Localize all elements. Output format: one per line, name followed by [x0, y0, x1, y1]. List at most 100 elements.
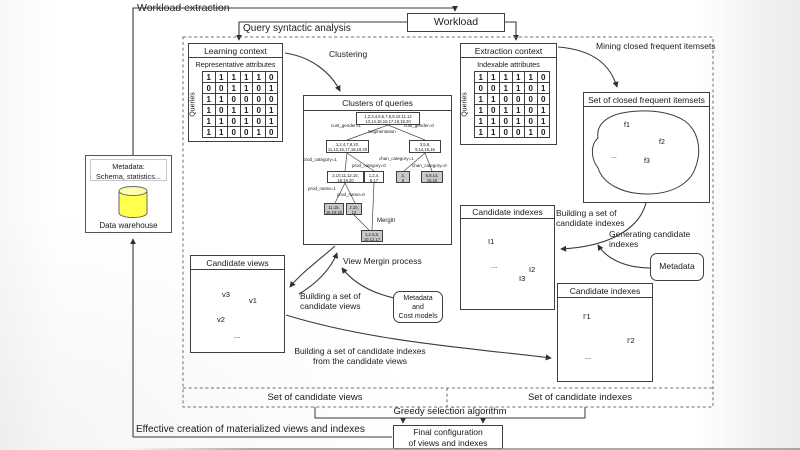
matrix-cell: 1	[265, 105, 278, 116]
matrix-cell: 1	[487, 127, 500, 138]
tree-node-l3c: 3,6	[396, 171, 410, 183]
workload-box: Workload	[407, 13, 505, 32]
edge-label-cust-gender-1: cust_gender=1	[331, 123, 361, 128]
edge-label-prod-name-0: prod_name=0	[337, 192, 365, 197]
closed-itemsets-box: Set of closed frequent itemsets	[583, 92, 710, 203]
matrix-cell: 0	[512, 127, 525, 138]
tree-node-l4b: 2,10,12	[346, 203, 362, 215]
matrix-cell: 1	[537, 83, 550, 94]
learning-context-title: Learning context	[189, 44, 282, 58]
matrix-cell: 0	[240, 127, 253, 138]
matrix-cell: 0	[500, 127, 513, 138]
matrix-cell: 0	[475, 83, 488, 94]
building-views-arrow	[289, 245, 336, 288]
itemset-f1: f1	[624, 122, 630, 129]
merge-label: Mergin	[377, 218, 396, 224]
set-of-candidate-views-label: Set of candidate views	[267, 392, 363, 403]
indexable-attributes-title: Indexable attributes	[477, 60, 540, 69]
edge-label-cust-gender-0: cust_gender=0	[404, 123, 434, 128]
matrix-cell: 1	[512, 116, 525, 127]
matrix-cell: 1	[500, 83, 513, 94]
matrix-cell: 1	[215, 127, 228, 138]
mining-label: Mining closed frequent itemsets	[596, 41, 716, 51]
clustering-label: Clustering	[329, 49, 368, 59]
matrix-cell: 1	[240, 105, 253, 116]
itemset-f3: f3	[644, 158, 650, 165]
metadata-box: Metadata	[650, 253, 704, 281]
tree-node-l3b: 1,2,4,8,17	[364, 171, 384, 183]
matrix-cell: 1	[512, 105, 525, 116]
matrix-cell: 0	[265, 72, 278, 83]
tree-node-l2-left: 1,2,4,7,8,10,11,12,15,17,18,19,20	[326, 140, 369, 153]
final-config-line1: Final configuration	[413, 427, 483, 437]
matrix-cell: 1	[525, 127, 538, 138]
candidate-views-title: Candidate views	[191, 256, 284, 270]
metadata-cost-models-box: Metadata and Cost models	[393, 291, 443, 323]
matrix-cell: 1	[203, 94, 216, 105]
tree-node-l2-right: 3,5,6,9,14,15,16	[409, 140, 441, 153]
edge-label-chan-category-1: chan_category=1	[379, 156, 414, 161]
final-config-line2: of views and indexes	[408, 437, 488, 448]
matrix-cell: 0	[203, 83, 216, 94]
matrix-cell: 0	[240, 94, 253, 105]
matrix-cell: 0	[253, 105, 266, 116]
matrix-cell: 0	[525, 94, 538, 105]
matrix-cell: 0	[487, 105, 500, 116]
warehouse-metadata-line2: Schema, statistics...	[96, 171, 161, 181]
matrix-cell: 0	[537, 127, 550, 138]
matrix-cell: 0	[215, 105, 228, 116]
extraction-context-title: Extraction context	[461, 44, 556, 58]
edge-label-chan-category-0: chan_category=0	[412, 163, 447, 168]
matrix-cell: 0	[537, 94, 550, 105]
matrix-cell: 1	[475, 94, 488, 105]
effective-creation-label: Effective creation of materialized views…	[136, 424, 365, 435]
matrix-cell: 1	[500, 105, 513, 116]
data-warehouse-label: Data warehouse	[99, 221, 158, 230]
segmentation-label: Segmentation	[368, 129, 396, 134]
matrix-cell: 1	[265, 116, 278, 127]
candidate-indexes-box-b: Candidate indexes	[557, 283, 653, 382]
matrix-cell: 0	[525, 105, 538, 116]
greedy-selection-label: Greedy selection algorithm	[393, 406, 507, 417]
matrix-cell: 0	[265, 94, 278, 105]
matrix-cell: 0	[228, 127, 241, 138]
matrix-cell: 1	[537, 105, 550, 116]
matrix-cell: 0	[228, 116, 241, 127]
matrix-cell: 1	[203, 72, 216, 83]
matrix-cell: 0	[215, 83, 228, 94]
matrix-cell: 1	[203, 127, 216, 138]
matrix-cell: 0	[253, 83, 266, 94]
workload-label: Workload	[433, 16, 479, 28]
final-configuration-box: Final configuration of views and indexes	[393, 425, 503, 449]
matrix-cell: 1	[475, 72, 488, 83]
index-i3: I3	[519, 274, 526, 283]
matrix-cell: 1	[475, 127, 488, 138]
metadata-label: Metadata	[659, 261, 695, 271]
workload-to-extraction-arrow	[505, 21, 519, 41]
workload-extraction-label: Workload extraction	[137, 2, 230, 14]
edge-label-prod-category-1: prod_category=1	[303, 157, 337, 162]
matrix-cell: 1	[228, 72, 241, 83]
matrix-cell: 1	[215, 94, 228, 105]
matrix-cell: 1	[253, 72, 266, 83]
clusters-title: Clusters of queries	[304, 96, 451, 111]
matrix-cell: 0	[500, 94, 513, 105]
matrix-cell: 1	[487, 116, 500, 127]
metadata-cost-line2: and	[412, 304, 424, 311]
matrix-cell: 0	[525, 116, 538, 127]
index-i1: I1	[488, 237, 495, 246]
query-syntactic-analysis-label: Query syntactic analysis	[243, 23, 351, 34]
matrix-cell: 1	[265, 83, 278, 94]
matrix-cell: 1	[215, 72, 228, 83]
matrix-cell: 1	[228, 83, 241, 94]
view-merging-label: View Mergin process	[343, 256, 422, 266]
edge-label-prod-category-0: prod_category=0	[352, 163, 386, 168]
views-ellipsis: ...	[234, 331, 241, 340]
matrix-cell: 0	[525, 83, 538, 94]
mining-arrow	[557, 46, 619, 88]
extraction-context-box: Extraction context Indexable attributes …	[460, 43, 557, 145]
